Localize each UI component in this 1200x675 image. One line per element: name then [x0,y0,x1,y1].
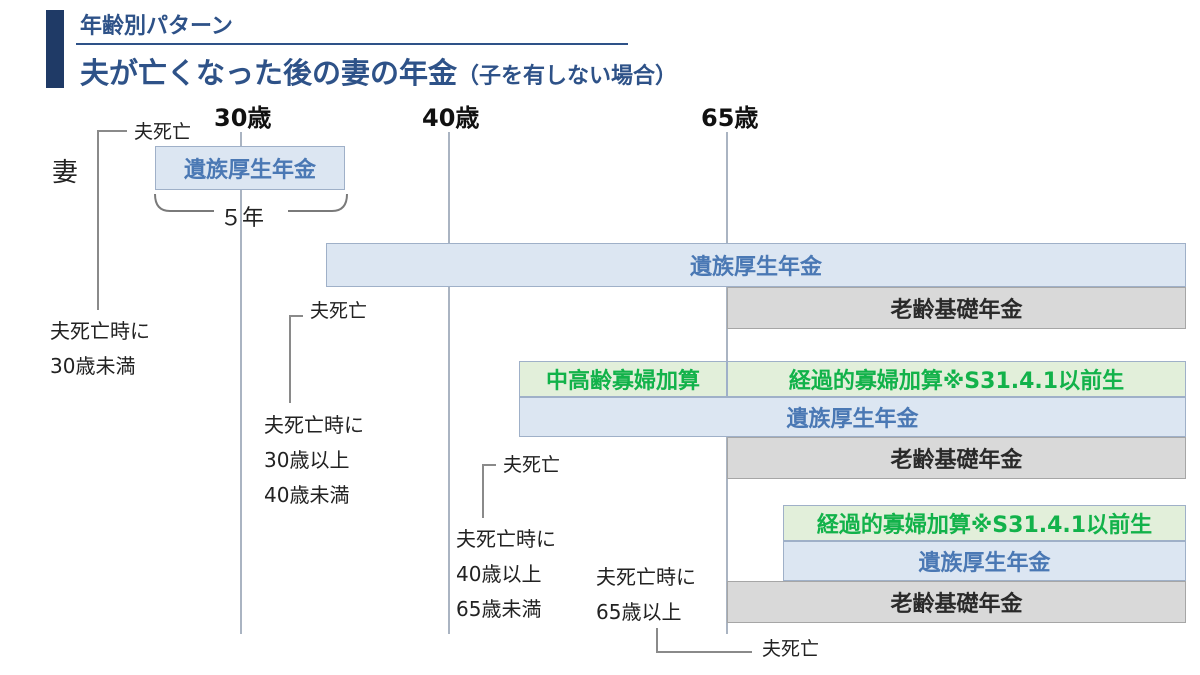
case2-line2: 30歳以上 [264,448,350,472]
case1-line1: 夫死亡時に [50,319,150,343]
case4-death-mark: 夫死亡 [762,638,820,660]
case4-survivor-pension-bar: 遺族厚生年金 [783,541,1186,581]
case3-survivor-pension-bar: 遺族厚生年金 [519,397,1186,437]
page-title-main: 夫が亡くなった後の妻の年金 [80,56,458,90]
case1-bracket-vertical [97,130,99,310]
case1-survivor-pension-bar: 遺族厚生年金 [155,146,345,190]
case4-description: 夫死亡時に 65歳以上 [596,560,696,630]
case2-line1: 夫死亡時に [264,413,364,437]
case4-line2: 65歳以上 [596,600,682,624]
age-label-65: 65歳 [701,104,759,132]
case3-line1: 夫死亡時に [456,527,556,551]
case2-basic-pension-bar: 老齢基礎年金 [727,287,1186,329]
case1-bracket-horizontal [97,130,127,132]
case1-death-mark: 夫死亡 [134,121,192,143]
case2-bracket-vertical [289,315,291,403]
case4-bracket-horizontal [656,651,752,653]
case2-description: 夫死亡時に 30歳以上 40歳未満 [264,408,364,513]
age-label-30: 30歳 [214,104,272,132]
five-year-label: ５年 [220,206,265,231]
page-title: 夫が亡くなった後の妻の年金（子を有しない場合） [80,50,677,92]
case2-death-mark: 夫死亡 [310,300,368,322]
page-title-note: （子を有しない場合） [457,64,678,89]
case3-line3: 65歳未満 [456,597,542,621]
page-subtitle: 年齢別パターン [80,14,233,39]
case3-bracket-vertical [482,464,484,518]
case3-transitional-addition-bar: 経過的寡婦加算※S31.4.1以前生 [727,361,1186,397]
age-label-40: 40歳 [422,104,480,132]
age-line-40 [448,132,450,634]
case3-death-mark: 夫死亡 [503,454,561,476]
case4-bracket-vertical [656,628,658,652]
case4-transitional-addition-bar: 経過的寡婦加算※S31.4.1以前生 [783,505,1186,541]
age-line-30 [240,132,242,634]
case4-basic-pension-bar: 老齢基礎年金 [727,581,1186,623]
five-year-brace [154,193,348,212]
case1-description: 夫死亡時に 30歳未満 [50,314,150,384]
case2-survivor-pension-bar: 遺族厚生年金 [326,243,1186,287]
case3-description: 夫死亡時に 40歳以上 65歳未満 [456,522,556,627]
case1-line2: 30歳未満 [50,354,136,378]
header-divider [76,43,628,45]
wife-label: 妻 [52,158,79,188]
case3-basic-pension-bar: 老齢基礎年金 [727,437,1186,479]
case3-bracket-horizontal [482,464,496,466]
case2-bracket-horizontal [289,315,303,317]
case2-line3: 40歳未満 [264,483,350,507]
case3-line2: 40歳以上 [456,562,542,586]
case4-line1: 夫死亡時に [596,565,696,589]
header-accent-bar [46,10,64,88]
case3-middle-aged-addition-bar: 中高齢寡婦加算 [519,361,727,397]
